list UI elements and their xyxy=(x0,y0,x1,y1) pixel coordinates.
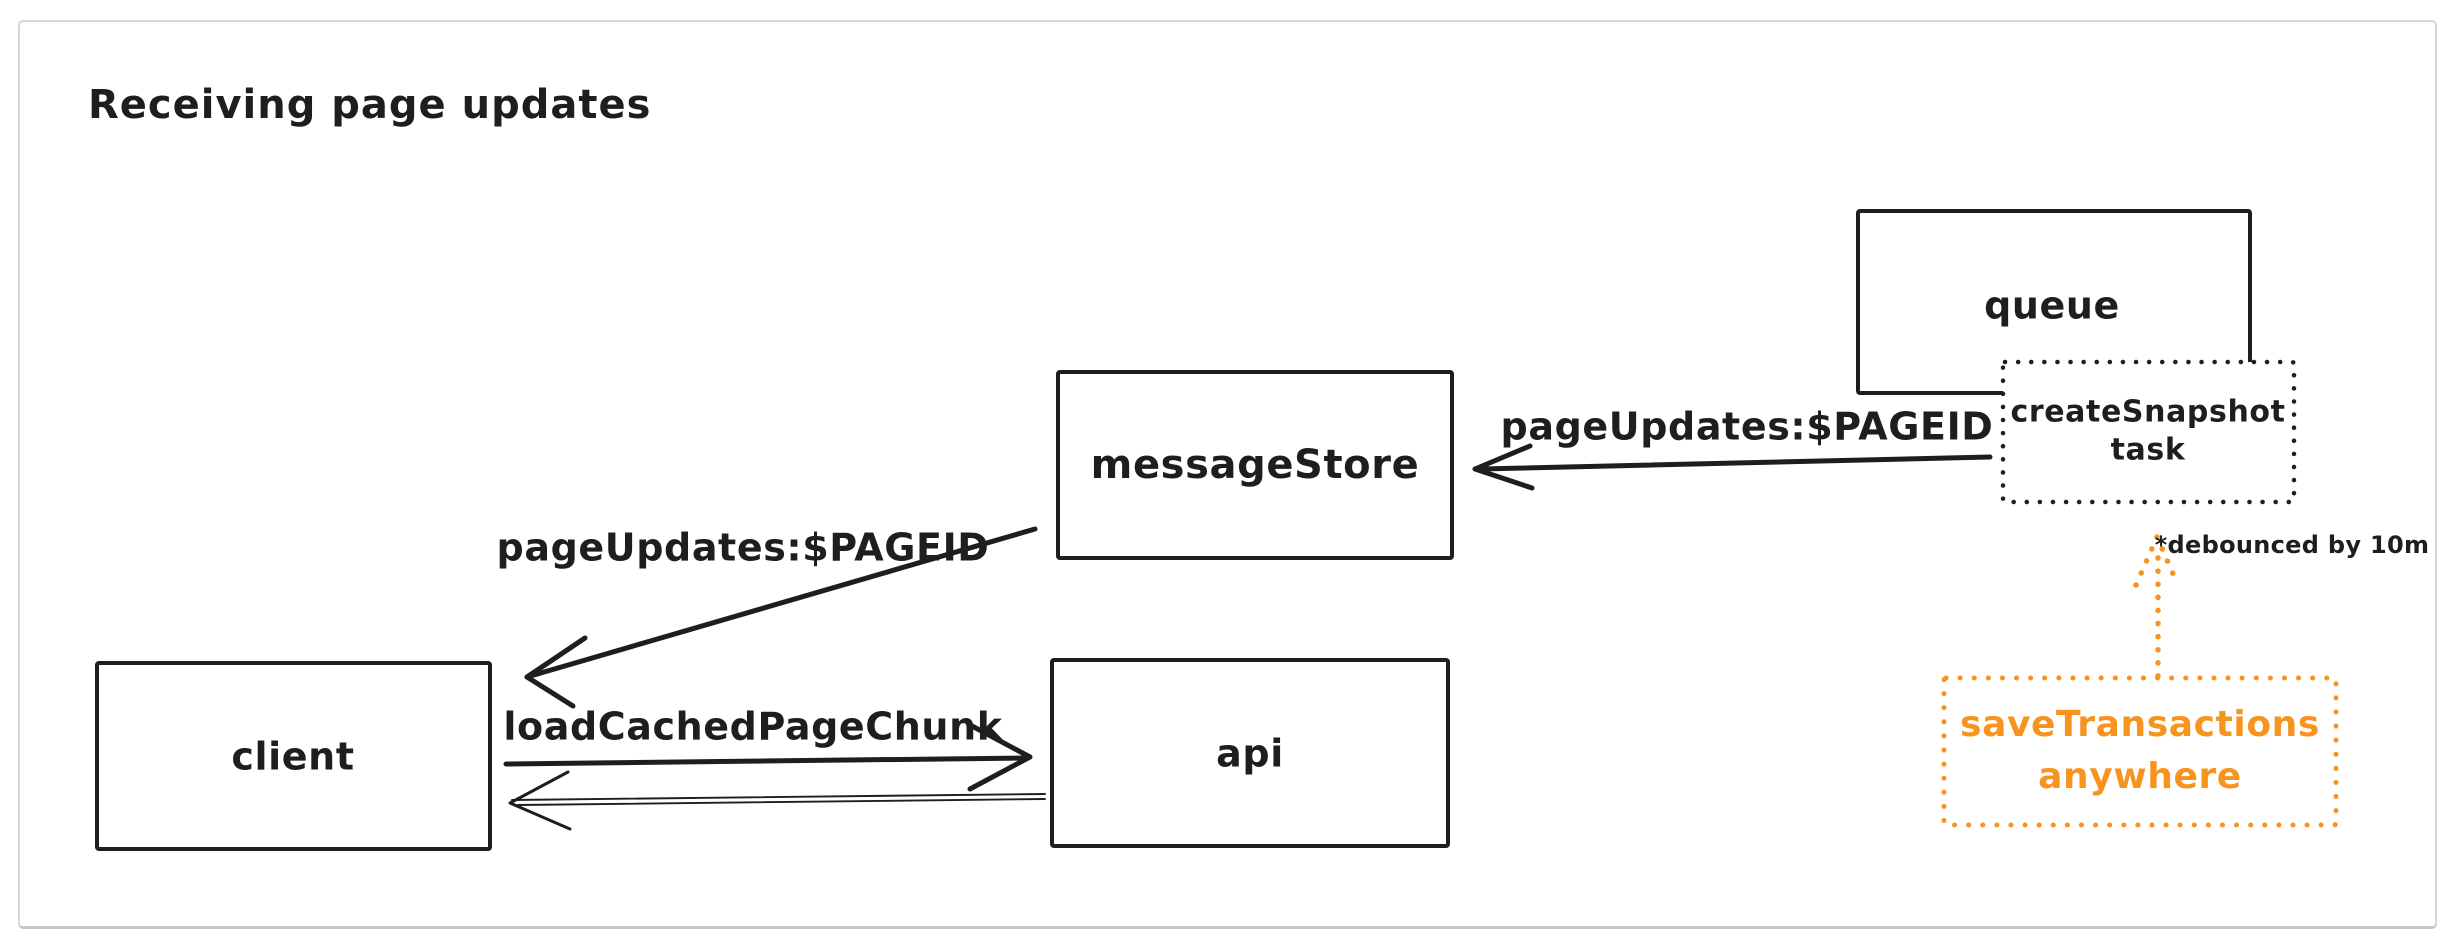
create-snapshot-line1: createSnapshot xyxy=(2010,394,2286,430)
api-box xyxy=(1050,658,1450,848)
client-label: client xyxy=(231,734,355,779)
save-transactions-box xyxy=(1941,675,2339,828)
arrow-api-to-client-line2 xyxy=(517,798,1046,806)
create-snapshot-line2: task xyxy=(2110,432,2186,467)
arrowhead-save-to-snapshot xyxy=(2133,534,2180,588)
message-store-label: messageStore xyxy=(1090,442,1420,488)
queue-label: queue xyxy=(1984,283,2120,328)
arrowhead-api-to-client xyxy=(508,770,572,831)
message-store-box xyxy=(1056,370,1454,560)
arrowhead-snapshot-to-messagestore xyxy=(1472,443,1535,491)
canvas-frame xyxy=(18,20,2437,929)
diagram-title: Receiving page updates xyxy=(88,82,652,128)
arrow-messagestore-to-client xyxy=(524,526,1038,680)
client-box xyxy=(95,661,492,851)
save-transactions-line1: saveTransactions xyxy=(1960,703,2320,745)
arrow-client-to-api xyxy=(503,755,1027,767)
api-label: api xyxy=(1216,731,1284,776)
arrowhead-client-to-api xyxy=(967,723,1033,792)
arrow-api-to-client-line1 xyxy=(511,793,1046,801)
arrow-snapshot-to-messagestore xyxy=(1477,454,1993,472)
arrowhead-messagestore-to-client xyxy=(524,635,588,709)
edge-label-loadcachedpagechunk: loadCachedPageChunk xyxy=(503,704,1003,749)
edge-label-pageupdates-left: pageUpdates:$PAGEID xyxy=(496,525,990,570)
create-snapshot-box xyxy=(2000,359,2297,505)
save-transactions-label: saveTransactions anywhere xyxy=(1960,699,2320,803)
edge-label-pageupdates-top: pageUpdates:$PAGEID xyxy=(1500,404,1994,449)
debounce-note: *debounced by 10m xyxy=(2154,531,2430,559)
save-transactions-line2: anywhere xyxy=(2038,756,2242,797)
